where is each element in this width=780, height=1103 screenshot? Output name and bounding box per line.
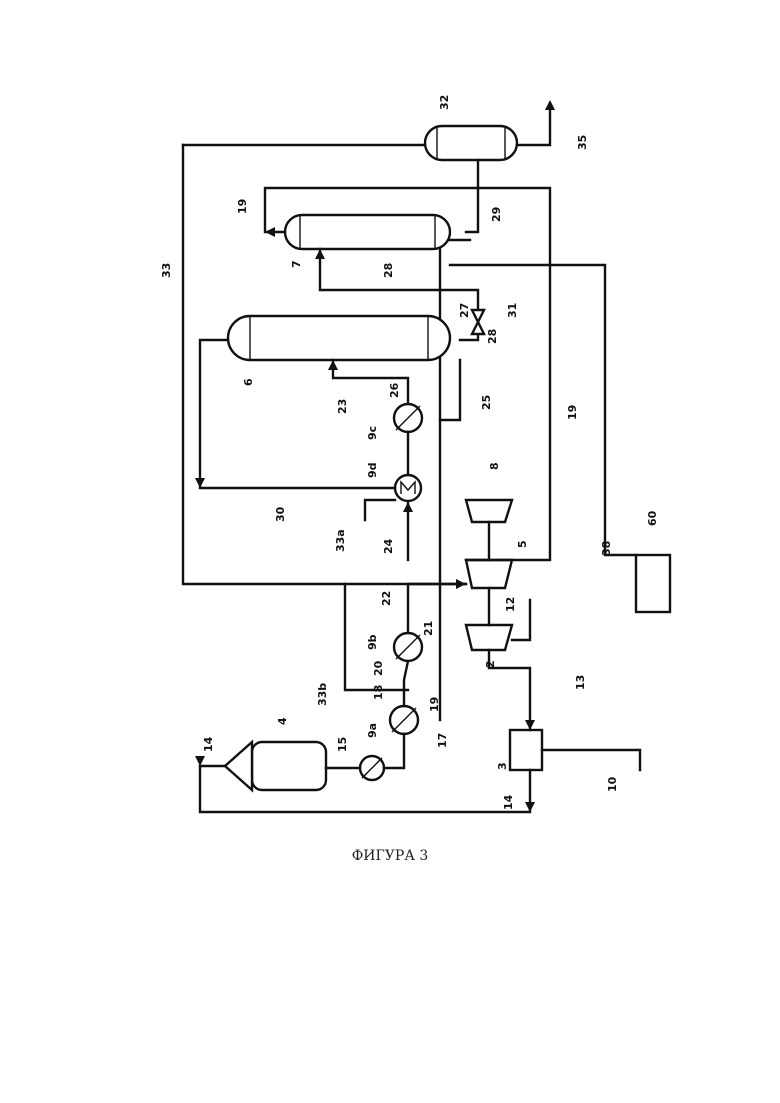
label-33a: 33a <box>334 529 347 552</box>
label-35: 35 <box>576 135 589 150</box>
label-17: 17 <box>436 733 449 748</box>
label-25: 25 <box>480 395 493 410</box>
label-9c: 9c <box>366 426 379 440</box>
vessel-4 <box>225 742 326 790</box>
label-60: 60 <box>646 510 659 526</box>
cooler-15 <box>360 756 384 780</box>
label-10: 10 <box>606 776 619 792</box>
label-33: 33 <box>160 263 173 278</box>
label-3: 3 <box>496 762 509 770</box>
label-8: 8 <box>488 462 501 470</box>
label-19-top: 19 <box>236 199 249 214</box>
label-9a: 9a <box>366 723 379 738</box>
heat-exchanger-9a <box>390 706 418 734</box>
compressor-5 <box>466 560 512 588</box>
turbine-8 <box>466 500 512 522</box>
figure-caption: ФИГУРА 3 <box>0 848 780 864</box>
label-30: 30 <box>274 506 287 522</box>
unit-3 <box>510 730 542 770</box>
label-26: 26 <box>388 382 401 398</box>
label-24: 24 <box>382 538 395 554</box>
label-23: 23 <box>336 399 349 414</box>
label-4: 4 <box>276 717 289 725</box>
label-6: 6 <box>242 378 255 386</box>
label-13: 13 <box>574 675 587 690</box>
label-18: 18 <box>372 685 385 700</box>
label-12: 12 <box>504 597 517 612</box>
label-14-top: 14 <box>202 736 215 752</box>
label-5: 5 <box>516 540 529 548</box>
label-27: 27 <box>458 303 471 318</box>
label-2: 2 <box>484 660 497 668</box>
label-22: 22 <box>380 591 393 606</box>
label-32: 32 <box>438 95 451 110</box>
label-9b: 9b <box>366 634 379 650</box>
separator-32 <box>425 126 517 160</box>
compressor-2 <box>466 625 512 650</box>
label-28-upper: 28 <box>382 263 395 278</box>
unit-60 <box>636 555 670 612</box>
label-19-mid: 19 <box>566 405 579 420</box>
label-31: 31 <box>506 303 519 318</box>
label-19-lower: 19 <box>428 697 441 712</box>
label-21: 21 <box>422 621 435 636</box>
label-14-bottom: 14 <box>502 794 515 810</box>
label-7: 7 <box>290 260 303 268</box>
label-33b: 33b <box>316 683 329 706</box>
label-15: 15 <box>336 737 349 752</box>
label-28-lower: 28 <box>486 329 499 344</box>
label-9d: 9d <box>366 462 379 478</box>
label-38: 38 <box>600 541 613 556</box>
label-29: 29 <box>490 207 503 222</box>
column-7 <box>285 215 450 249</box>
label-20: 20 <box>372 660 385 676</box>
heat-exchanger-9c <box>394 404 422 432</box>
heater-9d <box>395 475 421 501</box>
heat-exchanger-9b <box>394 633 422 661</box>
column-6 <box>228 316 450 360</box>
